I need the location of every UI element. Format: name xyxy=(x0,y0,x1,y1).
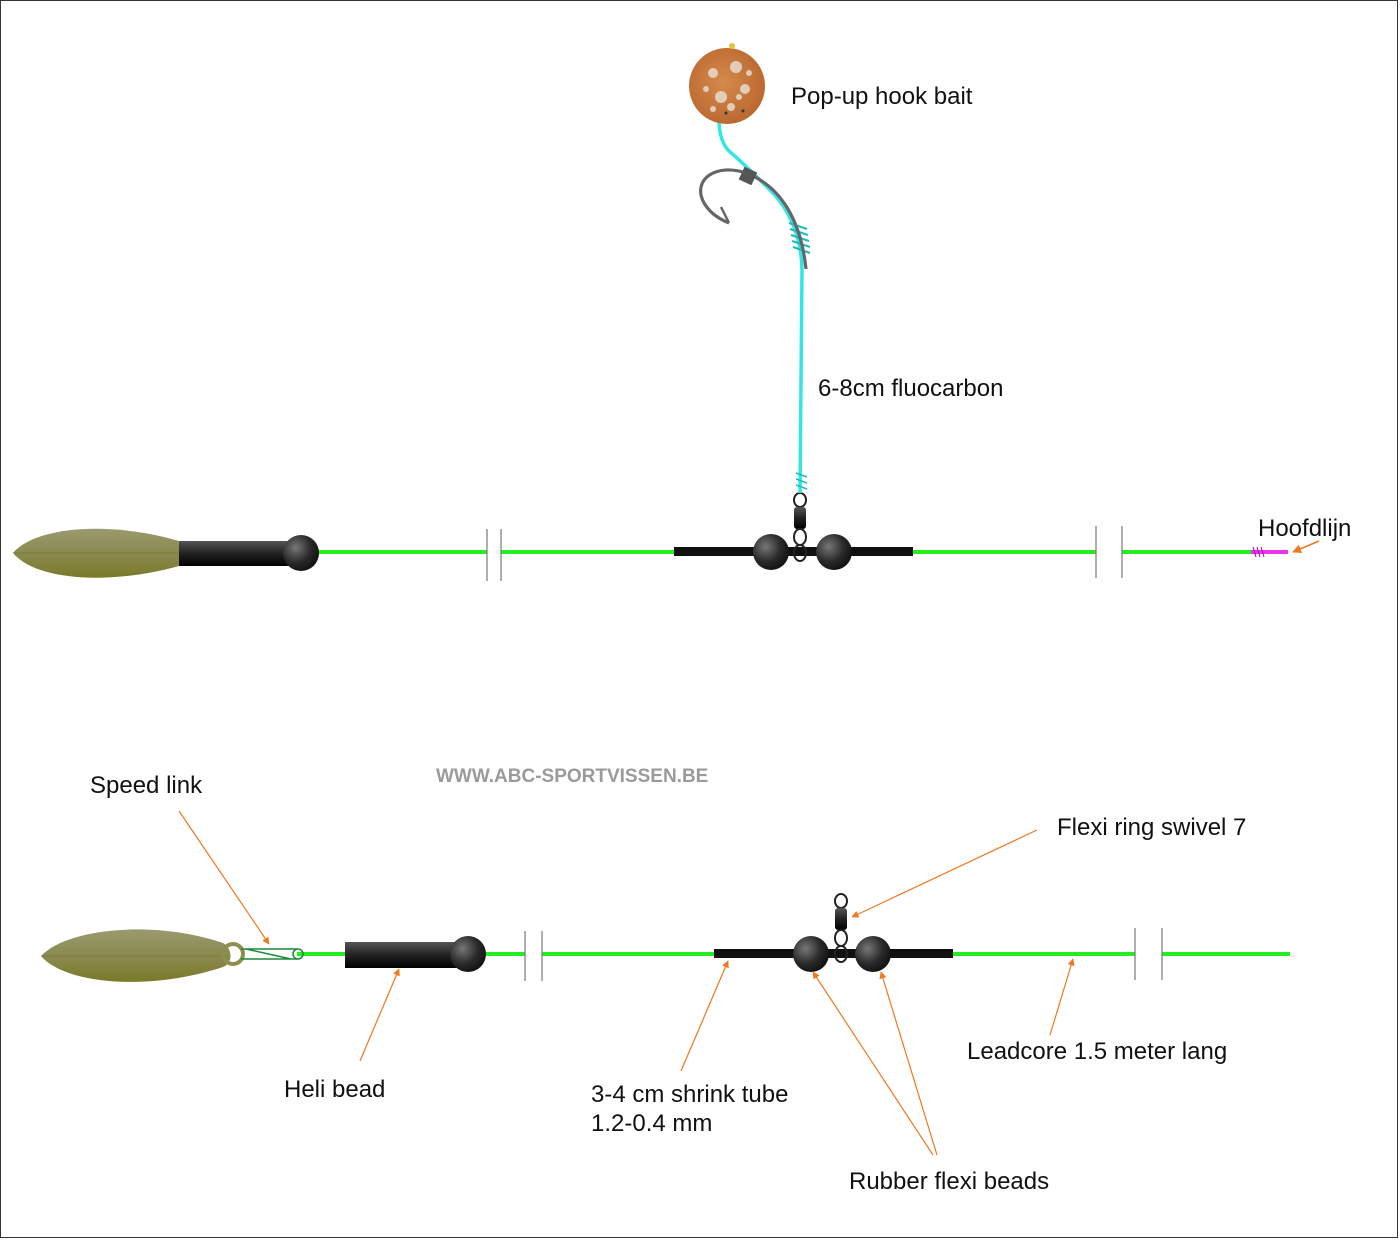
pointer-flexi-bead-left xyxy=(812,971,934,1156)
bottom-swivel-ring xyxy=(834,893,848,909)
pointer-hoofdlijn xyxy=(1292,540,1320,553)
bottom-rig: Speed link Flexi ring swivel 7 Heli bead… xyxy=(41,772,1290,1195)
bottom-swivel-body xyxy=(835,908,847,930)
top-swivel-ring xyxy=(793,528,807,546)
label-fluocarbon: 6-8cm fluocarbon xyxy=(818,375,1003,402)
top-rig: Pop-up hook bait 6-8cm fluocarbon Hoofdl… xyxy=(13,43,1351,581)
pointer-heli-bead xyxy=(359,968,400,1062)
label-shrink-tube-size: 1.2-0.4 mm xyxy=(591,1110,712,1137)
top-break-right-gap xyxy=(1096,526,1122,578)
bait-stop xyxy=(729,43,735,49)
pop-up-hook-bait xyxy=(689,48,765,124)
bottom-flexi-bead-left xyxy=(793,936,829,972)
pointer-flexi-bead-right xyxy=(879,971,938,1156)
label-flexi-ring-swivel: Flexi ring swivel 7 xyxy=(1057,814,1246,841)
pointer-flexi-swivel xyxy=(851,829,1038,918)
hook-shrink-sleeve xyxy=(738,166,758,186)
top-heli-bead xyxy=(283,535,319,571)
pointer-speed-link xyxy=(178,810,270,945)
top-break-left-gap xyxy=(487,529,501,581)
lead-swivel-eye xyxy=(221,942,245,966)
bait-speckles xyxy=(703,61,752,112)
label-leadcore: Leadcore 1.5 meter lang xyxy=(967,1038,1227,1065)
hooklink-end-wraps xyxy=(795,472,808,490)
pointer-leadcore xyxy=(1049,958,1075,1036)
mainline-knot xyxy=(1252,546,1265,558)
top-flexi-bead-left xyxy=(753,534,789,570)
bottom-heli-tube xyxy=(345,942,465,968)
top-hook xyxy=(699,168,808,270)
pointer-shrink-tube xyxy=(680,960,729,1072)
speed-link xyxy=(241,948,297,960)
bottom-shrink-tube xyxy=(714,949,953,958)
bottom-break-left-gap xyxy=(525,931,542,981)
top-swivel-ring xyxy=(793,492,807,508)
label-rubber-flexi-beads: Rubber flexi beads xyxy=(849,1168,1049,1195)
bottom-break-right-gap xyxy=(1135,928,1162,980)
top-flexi-bead-right xyxy=(816,534,852,570)
top-heli-tube xyxy=(179,541,289,566)
label-hoofdlijn: Hoofdlijn xyxy=(1258,515,1351,542)
bottom-swivel-ring xyxy=(834,929,848,947)
bottom-flexi-bead-right xyxy=(855,936,891,972)
label-heli-bead: Heli bead xyxy=(284,1076,385,1103)
hook-barb xyxy=(719,206,731,224)
top-swivel-ring xyxy=(793,544,807,562)
label-pop-up-hook-bait: Pop-up hook bait xyxy=(791,83,973,110)
top-hooklink xyxy=(717,118,804,494)
label-shrink-tube: 3-4 cm shrink tube xyxy=(591,1081,788,1108)
bottom-heli-bead xyxy=(450,936,486,972)
label-speed-link: Speed link xyxy=(90,772,203,799)
bottom-swivel-ring xyxy=(834,945,848,963)
watermark: WWW.ABC-SPORTVISSEN.BE xyxy=(436,766,708,787)
top-swivel-body xyxy=(794,507,806,529)
